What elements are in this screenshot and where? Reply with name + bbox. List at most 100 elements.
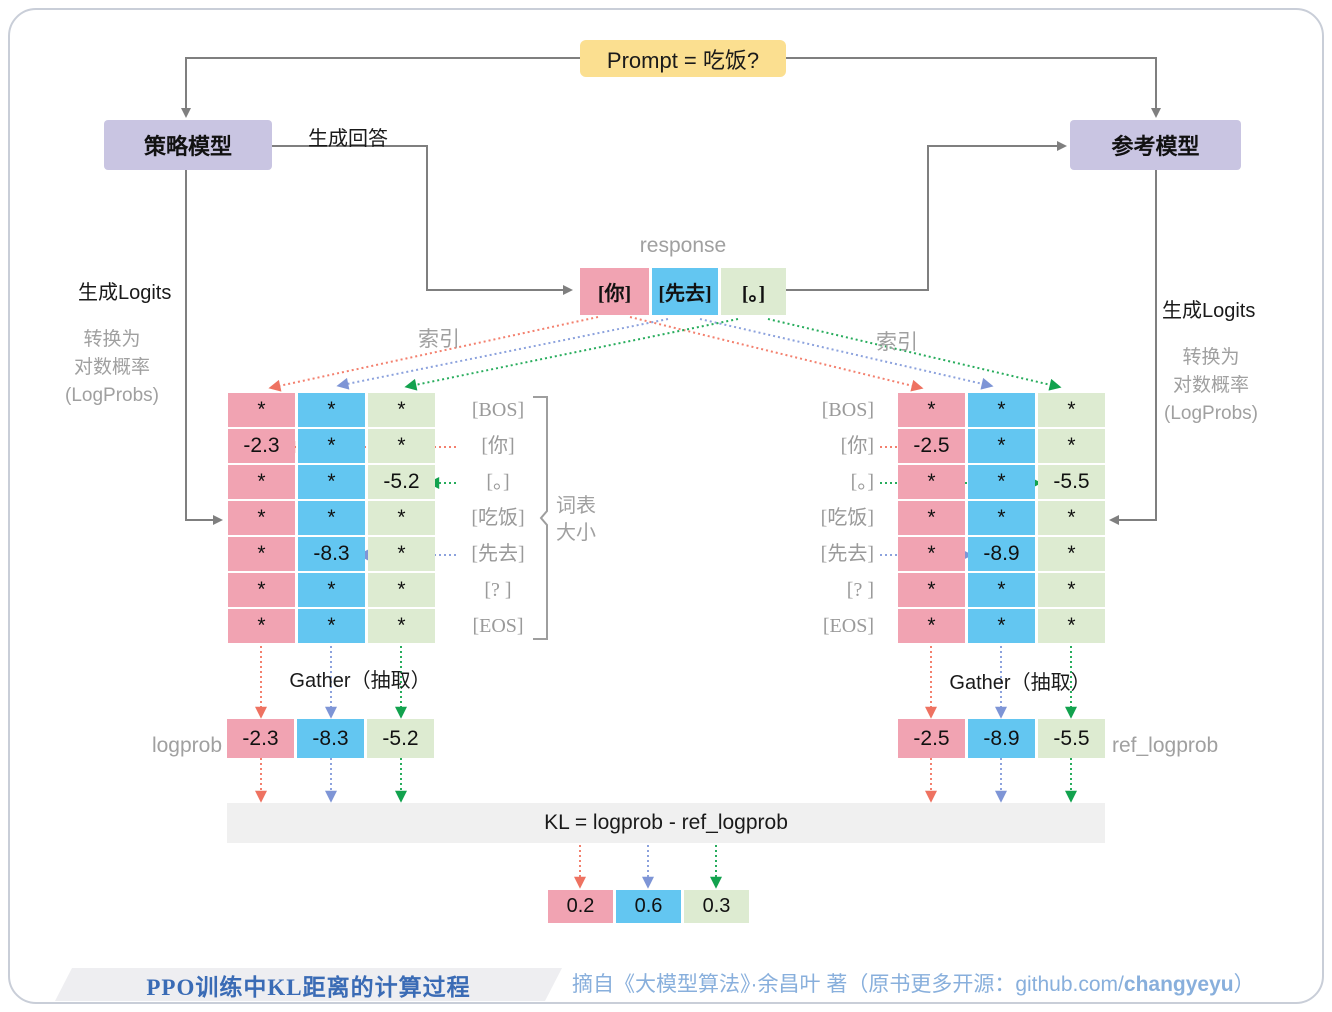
cell-value: * <box>327 506 336 529</box>
attribution-text: ） <box>1233 973 1255 996</box>
vocab-row-label: [你] <box>481 435 515 457</box>
cell-value: -8.9 <box>983 542 1020 565</box>
note-line: 对数概率 <box>73 357 150 378</box>
ref-logprob-cell: -8.9 <box>968 719 1035 758</box>
cell-value: * <box>257 398 266 421</box>
kl-result-cell: 0.2 <box>548 890 613 923</box>
matrix-row: * * * <box>898 393 1105 427</box>
logprobs-note-right: 转换为 对数概率 (LogProbs) <box>1146 344 1276 428</box>
matrix-cell: -8.3 <box>298 537 365 571</box>
matrix-row: *-8.3* <box>228 537 435 571</box>
ref-logprob-value: -8.9 <box>983 726 1020 750</box>
index-label-right: 索引 <box>876 331 918 354</box>
prompt-label: Prompt = 吃饭? <box>606 47 760 73</box>
policy-logprobs-matrix: *** -2.3** **-5.2 *** *-8.3* *** *** <box>228 393 435 643</box>
cell-value: * <box>927 398 936 421</box>
matrix-row: * * -5.5 <box>898 465 1105 499</box>
note-line: (LogProbs) <box>1164 403 1258 424</box>
kl-result-cell: 0.3 <box>684 890 749 923</box>
vocab-row-label: [BOS] <box>821 399 874 421</box>
matrix-cell: * <box>368 537 435 571</box>
token-text: [先去] <box>658 283 712 305</box>
matrix-cell: * <box>298 609 365 643</box>
matrix-cell: * <box>228 573 295 607</box>
response-token: [先去] <box>652 268 718 315</box>
matrix-cell: * <box>898 609 965 643</box>
ref-logprob-value-row: -2.5 -8.9 -5.5 <box>898 719 1105 758</box>
attribution-github-handle: changyeyu <box>1123 973 1234 996</box>
kl-result-cell: 0.6 <box>616 890 681 923</box>
matrix-cell: * <box>898 501 965 535</box>
cell-value: * <box>997 614 1006 637</box>
vocab-row-label: [吃饭] <box>471 507 525 529</box>
cell-value: -2.5 <box>913 434 950 457</box>
kl-formula-text: KL = logprob - ref_logprob <box>544 811 788 834</box>
vocab-row-label: [? ] <box>484 579 512 601</box>
matrix-cell: * <box>898 573 965 607</box>
ref-logprob-label: ref_logprob <box>1112 734 1219 757</box>
ref-logprob-cell: -2.5 <box>898 719 965 758</box>
cell-value: * <box>397 434 406 457</box>
reference-logprobs-matrix: *** -2.5** **-5.5 *** *-8.9* *** *** <box>898 393 1105 643</box>
cell-value: * <box>257 614 266 637</box>
vocab-row-label: [先去] <box>471 543 525 565</box>
vocab-row-label: [你] <box>840 435 874 457</box>
cell-value: * <box>1067 542 1076 565</box>
cell-value: -2.3 <box>243 434 280 457</box>
matrix-row: *** <box>228 501 435 535</box>
matrix-row: * * * <box>898 609 1105 643</box>
matrix-row: * * * <box>228 573 435 607</box>
matrix-cell: -2.3 <box>228 429 295 463</box>
cell-value: * <box>997 398 1006 421</box>
footer-title: PPO训练中KL距离的计算过程 <box>146 974 471 1000</box>
matrix-cell: -8.9 <box>968 537 1035 571</box>
logprobs-note-left: 转换为 对数概率 (LogProbs) <box>38 326 186 410</box>
vocab-row-label: [BOS] <box>471 399 525 421</box>
cell-value: * <box>997 470 1006 493</box>
footer-attribution: 摘自《大模型算法》·余昌叶 著（原书更多开源：github.com/changy… <box>572 970 1255 1000</box>
cell-value: * <box>927 470 936 493</box>
vocab-row-label: [吃饭] <box>820 507 874 529</box>
policy-model-box: 策略模型 <box>104 120 272 170</box>
matrix-cell: * <box>298 501 365 535</box>
logprob-cell: -5.2 <box>367 719 434 758</box>
logprob-label: logprob <box>151 734 222 757</box>
response-label: response <box>639 234 727 257</box>
matrix-cell: * <box>298 573 365 607</box>
generate-logits-label-right: 生成Logits <box>1162 300 1256 322</box>
matrix-row: -2.3 * * <box>228 429 435 463</box>
matrix-cell: -5.5 <box>1038 465 1105 499</box>
matrix-cell: * <box>1038 393 1105 427</box>
cell-value: * <box>327 434 336 457</box>
matrix-cell: * <box>228 393 295 427</box>
cell-value: * <box>257 470 266 493</box>
matrix-cell: * <box>968 609 1035 643</box>
matrix-cell: * <box>1038 573 1105 607</box>
cell-value: * <box>397 578 406 601</box>
vocab-row-label: [EOS] <box>822 615 874 637</box>
response-token-row: [你] [先去] [。] <box>580 268 786 315</box>
matrix-cell: * <box>1038 609 1105 643</box>
matrix-cell: * <box>1038 537 1105 571</box>
kl-formula-bar: KL = logprob - ref_logprob <box>227 803 1105 843</box>
token-text: [。] <box>741 283 766 305</box>
matrix-cell: -5.2 <box>368 465 435 499</box>
ref-logprob-value: -2.5 <box>913 726 950 750</box>
cell-value: * <box>1067 398 1076 421</box>
token-text: [你] <box>597 283 632 305</box>
cell-value: * <box>257 578 266 601</box>
matrix-cell: * <box>368 501 435 535</box>
cell-value: * <box>997 578 1006 601</box>
matrix-cell: * <box>1038 429 1105 463</box>
cell-value: * <box>397 506 406 529</box>
vocab-row-label: [。] <box>850 471 874 493</box>
matrix-cell: * <box>968 393 1035 427</box>
footer-banner: PPO训练中KL距离的计算过程 <box>55 968 562 1001</box>
matrix-row: *** <box>898 501 1105 535</box>
cell-value: * <box>1067 506 1076 529</box>
kl-result-row: 0.2 0.6 0.3 <box>548 890 749 923</box>
matrix-row: *-8.9* <box>898 537 1105 571</box>
matrix-cell: * <box>298 393 365 427</box>
cell-value: * <box>397 542 406 565</box>
